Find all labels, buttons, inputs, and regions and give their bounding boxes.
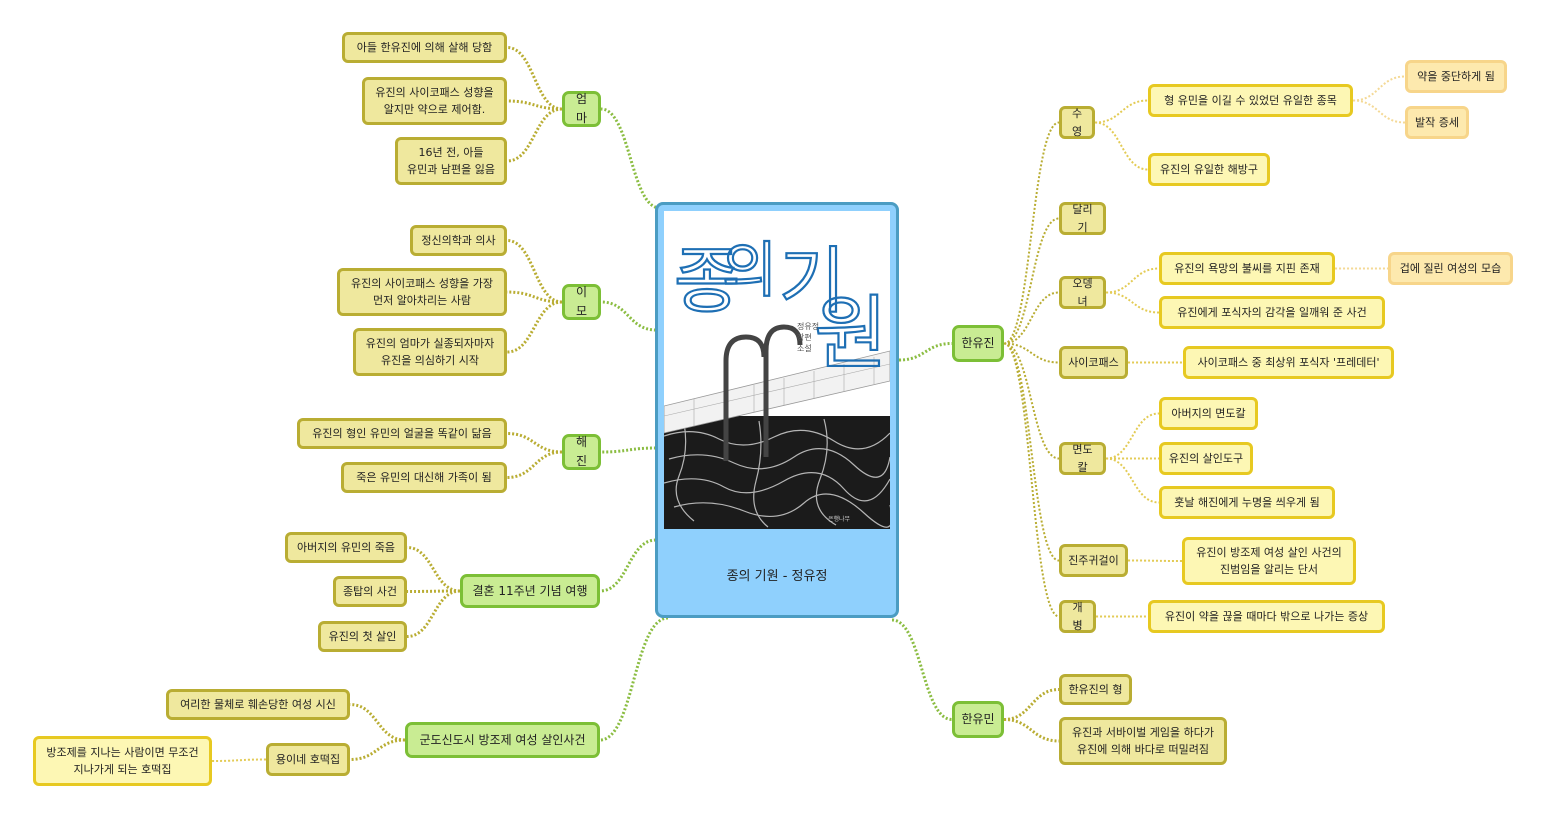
topic-mom[interactable]: 엄마	[562, 91, 601, 127]
connector-line	[1127, 559, 1183, 562]
subtopic-frightened-woman[interactable]: 겁에 질린 여성의 모습	[1388, 252, 1513, 285]
connector-line	[506, 290, 563, 304]
connector-line	[506, 46, 563, 111]
connector-line	[406, 546, 461, 593]
subtopic-haejin-2[interactable]: 죽은 유민의 대신해 가족이 됨	[341, 462, 507, 493]
subtopic-case-2[interactable]: 용이네 호떡집	[266, 743, 350, 776]
topic-haejin[interactable]: 해진	[562, 434, 601, 470]
connector-line	[506, 239, 563, 304]
subtopic-gaebyeong[interactable]: 개병	[1059, 600, 1096, 633]
cover-publisher: 은행나무	[828, 515, 851, 523]
subtopic-pearl-earring[interactable]: 진주귀걸이	[1059, 544, 1128, 577]
subtopic-razor-1[interactable]: 아버지의 면도칼	[1159, 397, 1258, 430]
central-topic-title: 종의 기원 - 정유정	[726, 569, 828, 584]
subtopic-case-2-detail[interactable]: 방조제를 지나는 사람이면 무조건 지나가게 되는 호떡집	[33, 736, 212, 786]
cover-title-char: 종	[674, 239, 740, 323]
connector-line	[1003, 688, 1060, 721]
connector-line	[1003, 342, 1060, 364]
connector-line	[1003, 121, 1060, 345]
subtopic-swimming-2[interactable]: 유진의 유일한 해방구	[1148, 153, 1270, 186]
topic-murder-case[interactable]: 군도신도시 방조제 여성 살인사건	[405, 722, 600, 758]
subtopic-mom-3[interactable]: 16년 전, 아들 유민과 남편을 잃음	[395, 137, 507, 185]
subtopic-swimming[interactable]: 수영	[1059, 106, 1095, 139]
subtopic-haejin-1[interactable]: 유진의 형인 유민의 얼굴을 똑같이 닮음	[297, 418, 507, 449]
connector-line	[600, 107, 661, 210]
subtopic-swimming-1[interactable]: 형 유민을 이길 수 있었던 유일한 종목	[1148, 84, 1353, 117]
subtopic-odengnyeo[interactable]: 오뎅녀	[1059, 276, 1106, 309]
subtopic-mom-1[interactable]: 아들 한유진에 의해 살해 당함	[342, 32, 507, 63]
connector-line	[1003, 342, 1060, 460]
topic-han-yumin[interactable]: 한유민	[952, 701, 1004, 738]
subtopic-stops-medication[interactable]: 약을 중단하게 됨	[1405, 60, 1507, 93]
subtopic-yumin-2[interactable]: 유진과 서바이벌 게임을 하다가 유진에 의해 바다로 떠밀려짐	[1059, 717, 1227, 765]
subtopic-aunt-2[interactable]: 유진의 사이코패스 성향을 가장 먼저 알아차리는 사람	[337, 268, 507, 316]
connector-line	[506, 107, 563, 163]
connector-line	[349, 738, 406, 761]
cover-title-char: 기	[779, 239, 845, 323]
subtopic-razor-3[interactable]: 훗날 해진에게 누명을 씌우게 됨	[1159, 486, 1335, 519]
topic-aunt[interactable]: 이모	[562, 284, 601, 320]
subtopic-trip-3[interactable]: 유진의 첫 살인	[318, 621, 407, 652]
connector-line	[506, 300, 563, 354]
connector-line	[1105, 291, 1160, 314]
subtopic-odengnyeo-1[interactable]: 유진의 욕망의 불씨를 지핀 존재	[1159, 252, 1335, 285]
subtopic-odengnyeo-2[interactable]: 유진에게 포식자의 감각을 일깨워 준 사건	[1159, 296, 1385, 329]
connector-line	[211, 758, 267, 762]
cover-subtitle: 정유정	[797, 321, 819, 331]
connector-line	[1003, 291, 1060, 345]
cover-title-char: 의	[722, 236, 777, 306]
connector-line	[1105, 457, 1160, 504]
cover-subtitle: 소설	[797, 343, 812, 353]
central-topic[interactable]: 종 의 기 원 정유정 장편 소설 은행나무 종의 기원 - 정유정	[655, 202, 899, 618]
connector-line	[1003, 342, 1060, 618]
connector-line	[1352, 75, 1406, 102]
connector-line	[506, 432, 563, 454]
connector-line	[506, 99, 563, 111]
subtopic-aunt-3[interactable]: 유진의 엄마가 실종되자마자 유진을 의심하기 시작	[353, 328, 507, 376]
connector-line	[1094, 99, 1149, 124]
subtopic-running[interactable]: 달리기	[1059, 202, 1106, 235]
connector-line	[1094, 121, 1149, 171]
connector-line	[600, 300, 657, 332]
connector-line	[406, 589, 461, 593]
connector-line	[599, 538, 657, 593]
connector-line	[406, 589, 461, 638]
connector-line	[898, 342, 953, 362]
connector-line	[1105, 267, 1160, 294]
subtopic-razor[interactable]: 면도칼	[1059, 442, 1106, 475]
subtopic-gaebyeong-symptom[interactable]: 유진이 약을 끊을 때마다 밖으로 나가는 증상	[1148, 600, 1385, 633]
subtopic-case-1[interactable]: 여리한 물체로 훼손당한 여성 시신	[166, 689, 350, 720]
connector-line	[600, 446, 657, 454]
topic-han-yujin[interactable]: 한유진	[952, 325, 1004, 362]
topic-anniversary-trip[interactable]: 결혼 11주년 기념 여행	[460, 574, 600, 608]
subtopic-razor-2[interactable]: 유진의 살인도구	[1159, 442, 1253, 475]
connector-line	[599, 616, 669, 742]
subtopic-earring-clue[interactable]: 유진이 방조제 여성 살인 사건의 진범임을 알리는 단서	[1182, 537, 1356, 585]
connector-line	[1352, 99, 1406, 124]
connector-line	[349, 703, 406, 742]
cover-subtitle: 장편	[797, 332, 812, 342]
subtopic-psychopath[interactable]: 사이코패스	[1059, 346, 1128, 379]
subtopic-predator[interactable]: 사이코패스 중 최상위 포식자 '프레데터'	[1183, 346, 1394, 379]
cover-title-char: 원	[814, 287, 888, 380]
connector-line	[891, 618, 953, 721]
subtopic-trip-1[interactable]: 아버지의 유민의 죽음	[285, 532, 407, 563]
connector-line	[1003, 718, 1060, 743]
subtopic-mom-2[interactable]: 유진의 사이코패스 성향을 알지만 약으로 제어함.	[362, 77, 507, 125]
connector-line	[1105, 412, 1160, 460]
book-cover-image: 종 의 기 원 정유정 장편 소설 은행나무	[664, 211, 890, 529]
subtopic-trip-2[interactable]: 종탑의 사건	[333, 576, 407, 607]
connector-line	[1003, 342, 1060, 562]
subtopic-seizure-symptom[interactable]: 발작 증세	[1405, 106, 1469, 139]
connector-line	[506, 450, 563, 479]
subtopic-yumin-1[interactable]: 한유진의 형	[1059, 674, 1132, 705]
subtopic-aunt-1[interactable]: 정신의학과 의사	[410, 225, 507, 256]
